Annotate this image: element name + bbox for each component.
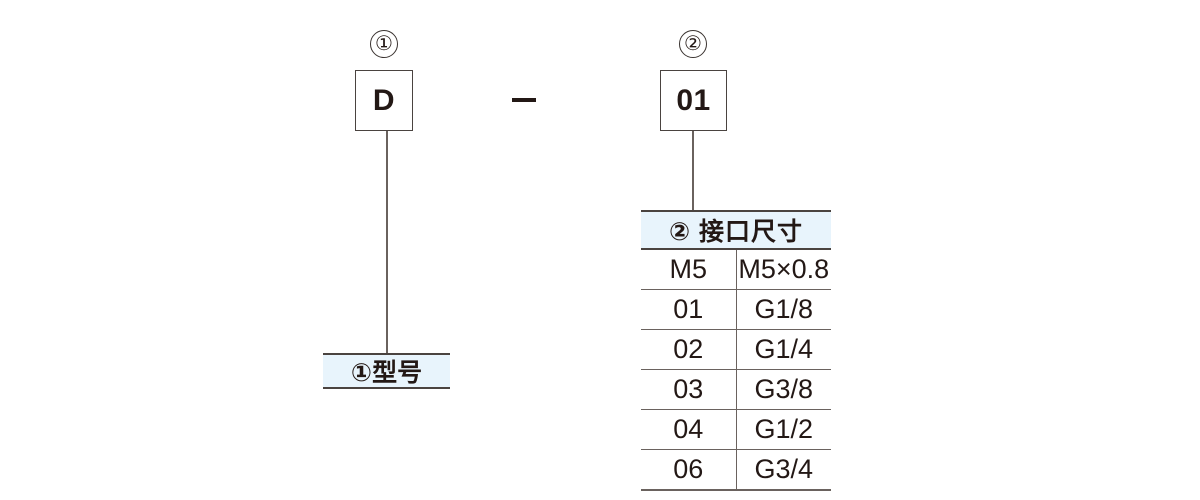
cell-size: G3/8 xyxy=(736,369,831,410)
cell-size: G3/4 xyxy=(736,449,831,491)
cell-code: 03 xyxy=(641,369,737,410)
table-head: ② 接口尺寸 xyxy=(641,210,831,250)
cell-size: G1/4 xyxy=(736,329,831,370)
cell-code: M5 xyxy=(641,249,737,290)
connector-line-model xyxy=(386,131,388,354)
legend-model: ①型号 xyxy=(323,353,450,389)
connector-line-port-size xyxy=(692,131,694,211)
marker-circle-1: ① xyxy=(370,30,398,58)
cell-code: 02 xyxy=(641,329,737,370)
cell-code: 01 xyxy=(641,289,737,330)
cell-size: G1/8 xyxy=(736,289,831,330)
marker-circle-2: ② xyxy=(679,30,707,58)
table-header-cell: ② 接口尺寸 xyxy=(641,210,831,250)
cell-code: 04 xyxy=(641,409,737,450)
table-header-row: ② 接口尺寸 xyxy=(641,210,831,250)
code-box-model[interactable]: D xyxy=(355,70,413,131)
cell-code: 06 xyxy=(641,449,737,491)
code-box-port-size[interactable]: 01 xyxy=(660,70,727,131)
cell-size: M5×0.8 xyxy=(736,249,831,290)
separator-dash xyxy=(512,98,536,102)
cell-size: G1/2 xyxy=(736,409,831,450)
